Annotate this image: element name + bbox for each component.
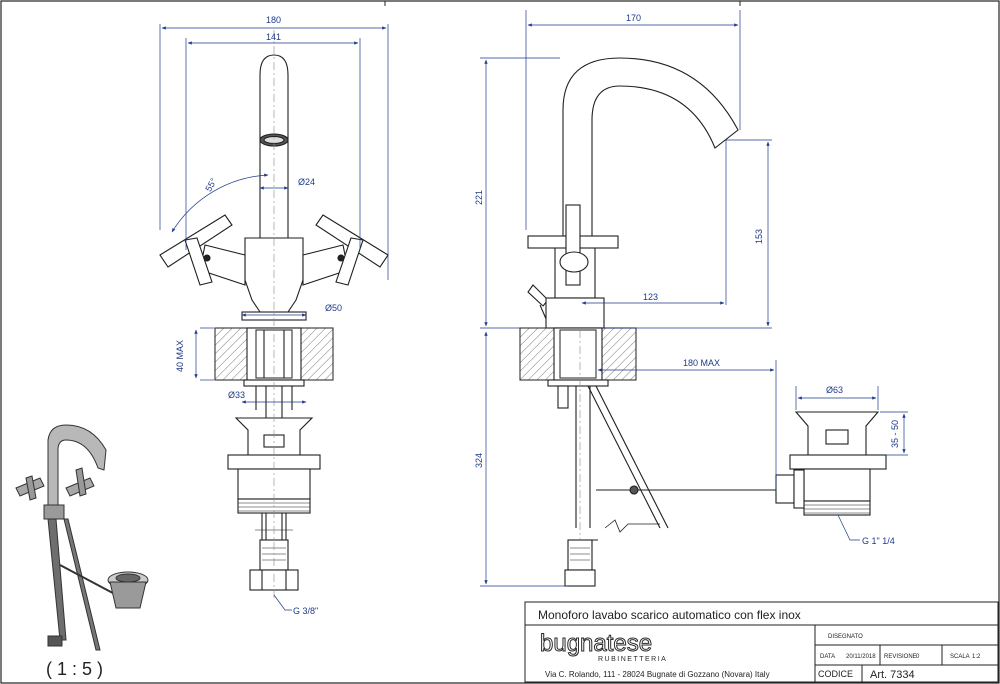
revision-label: REVISIONE xyxy=(884,654,917,660)
side-view xyxy=(519,57,887,587)
brand-subtitle: RUBINETTERIA xyxy=(598,656,667,663)
dim-base-diameter: Ø50 xyxy=(325,303,342,313)
front-thread-label: G 3/8" xyxy=(293,606,318,616)
dim-reach: 170 xyxy=(626,13,641,23)
dim-handle-span: 141 xyxy=(266,32,281,42)
dim-total-height: 221 xyxy=(474,190,484,205)
dim-waste-diameter: Ø63 xyxy=(826,385,843,395)
code-label: CODICE xyxy=(818,669,853,679)
code-value: Art. 7334 xyxy=(870,669,915,681)
dim-spout-projection: 123 xyxy=(643,292,658,302)
drawing-title: Monoforo lavabo scarico automatico con f… xyxy=(538,608,801,622)
company-address: Via C. Rolando, 111 - 28024 Bugnate di G… xyxy=(545,670,770,679)
scale-value: 1:2 xyxy=(972,654,981,660)
waste-thread-label: G 1" 1/4 xyxy=(862,536,895,546)
dim-spout-diameter: Ø24 xyxy=(298,177,315,187)
side-view-dimensions xyxy=(480,10,908,587)
date-label: DATA xyxy=(820,654,835,660)
dim-flex-max: 180 MAX xyxy=(683,358,720,368)
dim-handle-angle: 55° xyxy=(203,176,219,193)
isometric-view xyxy=(15,424,149,651)
dim-overall-width: 180 xyxy=(266,15,281,25)
dim-below-deck: 324 xyxy=(474,453,484,468)
brand-logo: bugnatese xyxy=(540,630,652,657)
dim-spout-height: 153 xyxy=(754,229,764,244)
date-value: 20/11/2018 xyxy=(846,654,876,660)
dim-deck-thickness: 40 MAX xyxy=(175,340,185,372)
scale-label: SCALA xyxy=(950,654,970,660)
side-view-dimension-labels: 170 221 153 123 180 MAX 324 Ø63 35 - 50 … xyxy=(474,13,900,546)
revision-value: 0 xyxy=(916,654,920,660)
dim-waste-height: 35 - 50 xyxy=(890,420,900,448)
front-view-dimension-labels: 180 141 55° Ø24 Ø50 40 MAX Ø33 G 3/8" xyxy=(175,15,342,616)
title-block xyxy=(524,601,999,683)
front-view-dimensions xyxy=(159,24,389,611)
title-block-text: Monoforo lavabo scarico automatico con f… xyxy=(538,608,981,681)
drawn-label: DISEGNATO xyxy=(828,634,863,640)
iso-scale-label: ( 1 : 5 ) xyxy=(46,659,103,679)
dim-shank-diameter: Ø33 xyxy=(228,390,245,400)
